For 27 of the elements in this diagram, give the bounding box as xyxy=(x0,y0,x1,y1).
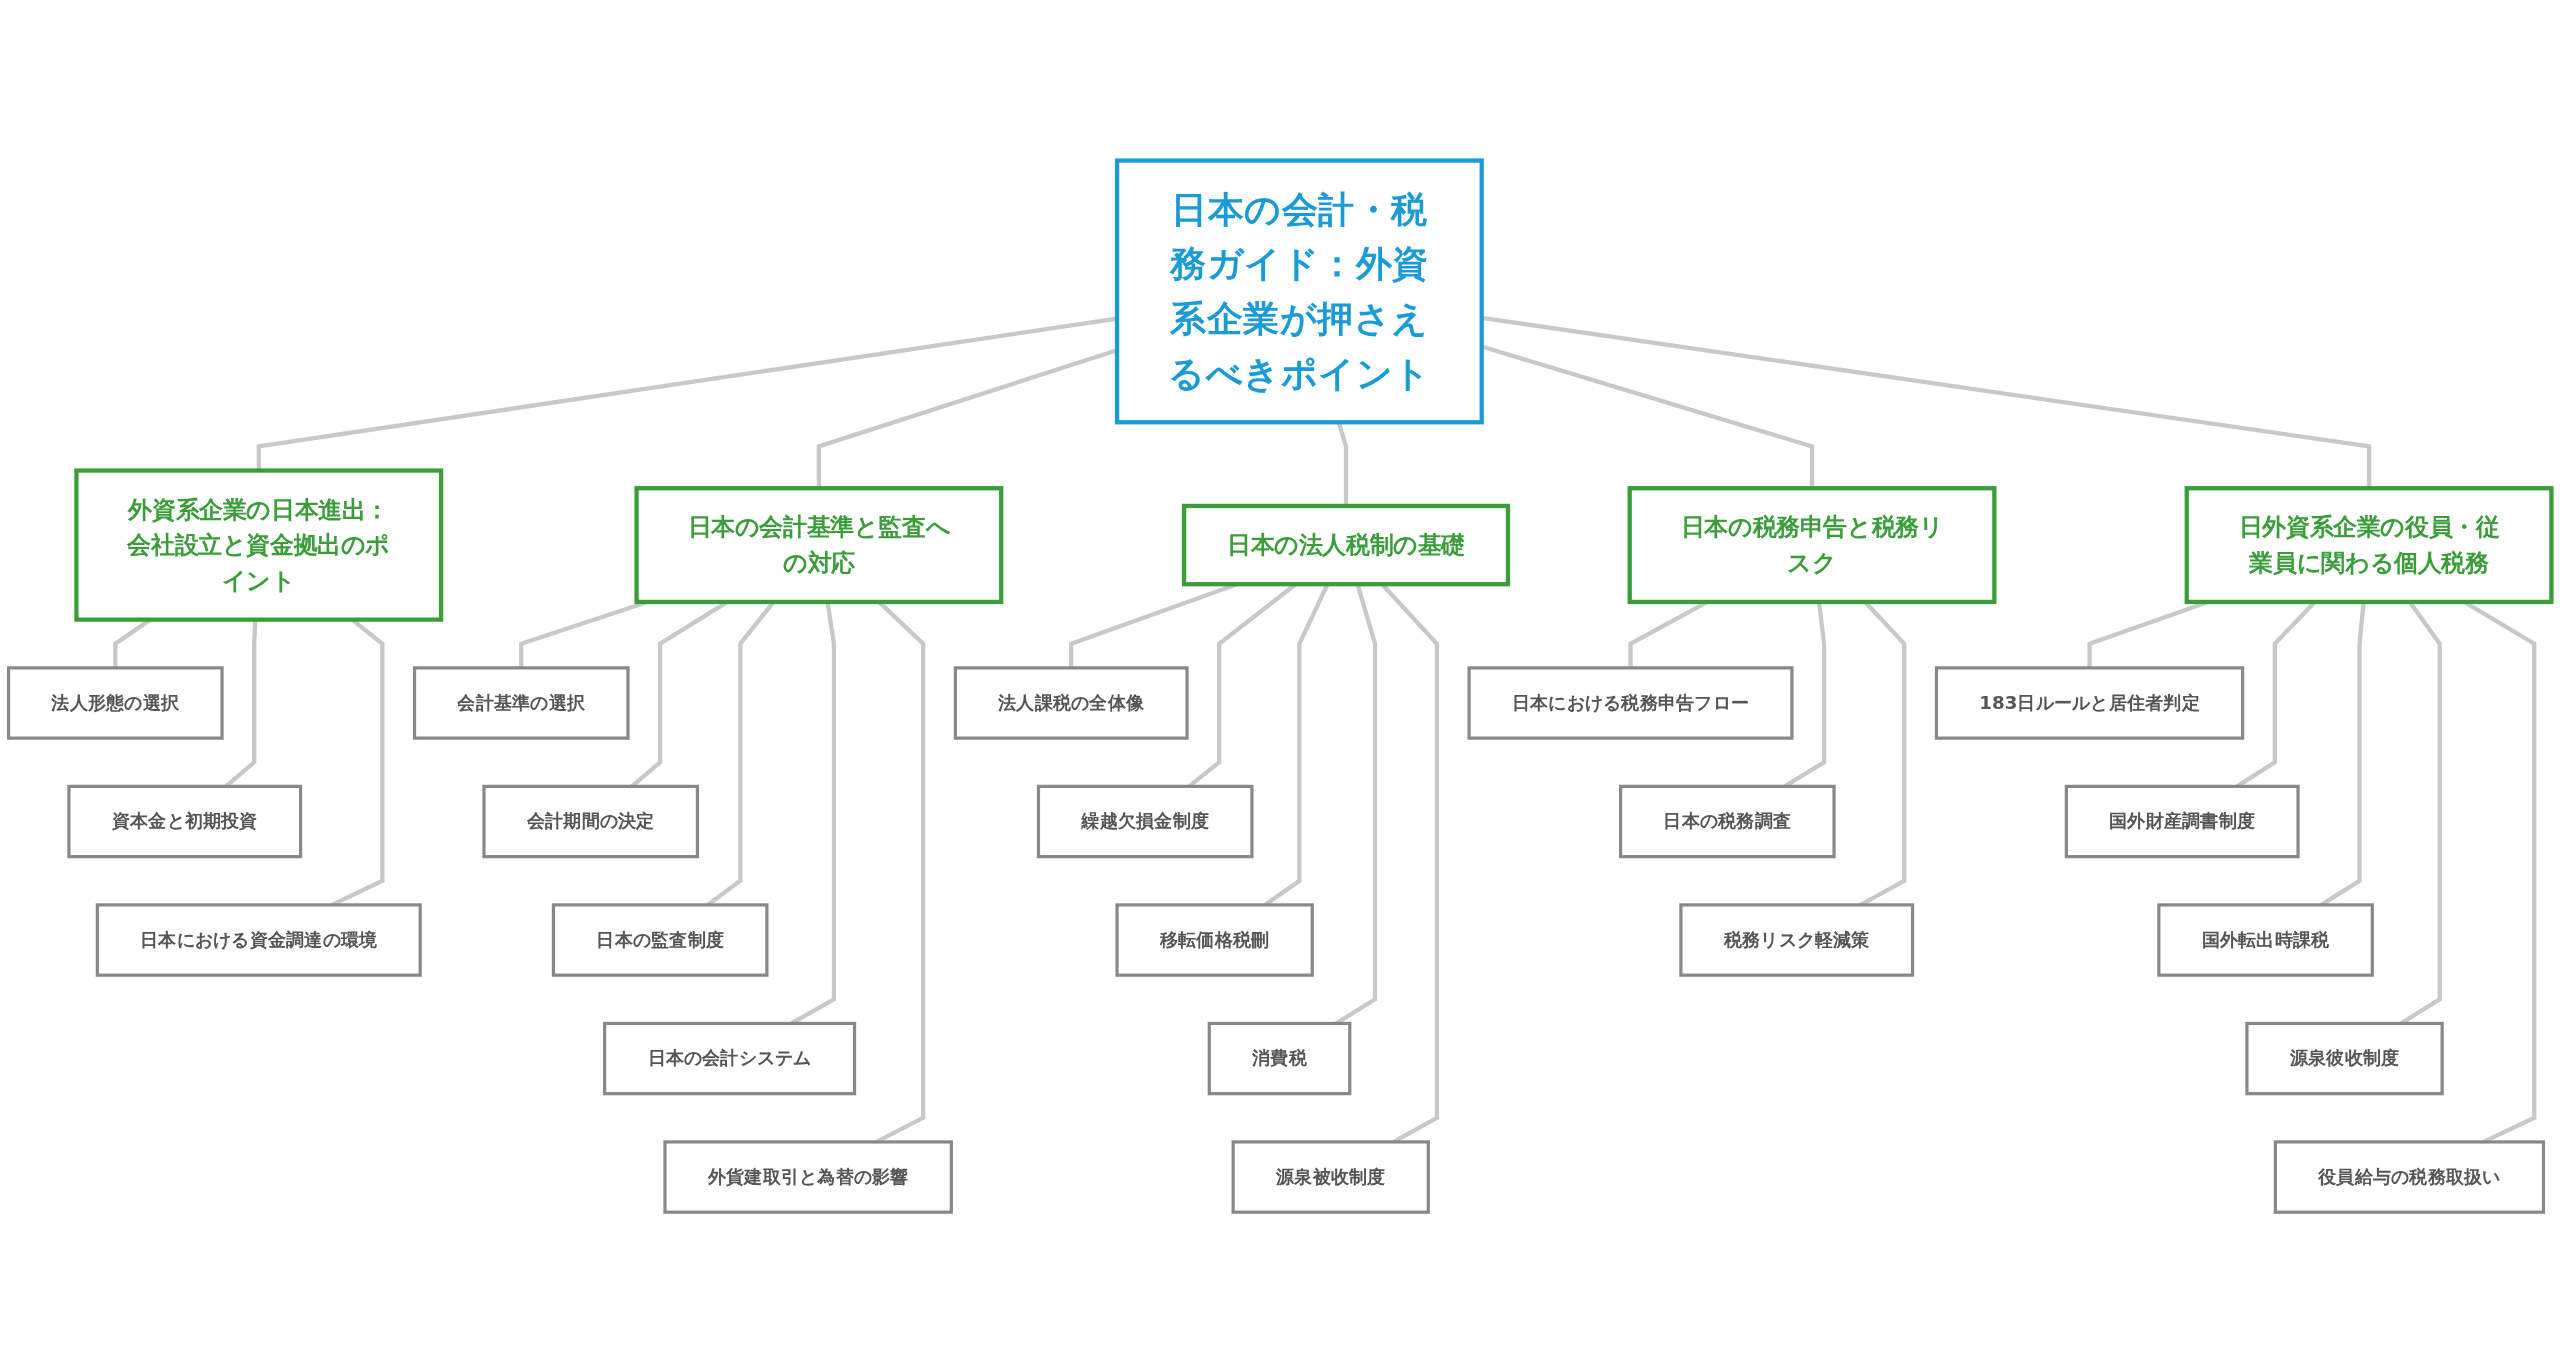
node-box: 源泉彼收制度 xyxy=(2245,1021,2444,1095)
node-box: 税務リスク軽減策 xyxy=(1679,902,1915,977)
node-box: 日本の税務申告と税務リスク xyxy=(1627,485,1997,604)
node-box: 国外財産調書制度 xyxy=(2064,784,2300,858)
node-box: 日本の監査制度 xyxy=(551,902,769,977)
node-box: 繰越欠損金制度 xyxy=(1036,784,1254,858)
node-box: 会計基準の選択 xyxy=(412,665,630,740)
node-box: 会計期間の決定 xyxy=(482,784,700,858)
node-box: 日本の会計システム xyxy=(603,1021,857,1095)
node-box: 日本の会計基準と監査への対応 xyxy=(634,485,1004,604)
node-box: 日本の会計・税務ガイド：外資系企業が押さえるべきポイント xyxy=(1114,158,1484,425)
node-box: 移転価格税刪 xyxy=(1115,902,1314,977)
node-box: 消費税 xyxy=(1207,1021,1352,1095)
node-box: 法人課税の全体像 xyxy=(953,665,1189,740)
node-box: 日外資系企業の役員・従業員に関わる個人税務 xyxy=(2184,485,2554,604)
node-box: 法人形態の選択 xyxy=(7,665,224,740)
node-box: 日本における税務申告フロー xyxy=(1467,665,1794,740)
node-box: 日本の法人税制の基礎 xyxy=(1181,503,1511,586)
node-box: 日本の税務調査 xyxy=(1619,784,1836,858)
node-box: 国外転出時課税 xyxy=(2157,902,2374,977)
node-box: 源泉被收制度 xyxy=(1231,1139,1430,1214)
node-box: 日本における資金調達の環境 xyxy=(95,902,422,977)
node-box: 外資系企業の日本進出：会社設立と資金拠出のポイント xyxy=(74,468,444,622)
node-box: 資本金と初期投資 xyxy=(67,784,303,858)
node-box: 役員給与の税務取扱い xyxy=(2273,1139,2546,1214)
node-box: 外貨建取引と為替の影響 xyxy=(663,1139,953,1214)
node-box: 183日ルールと居住者判定 xyxy=(1934,665,2245,740)
